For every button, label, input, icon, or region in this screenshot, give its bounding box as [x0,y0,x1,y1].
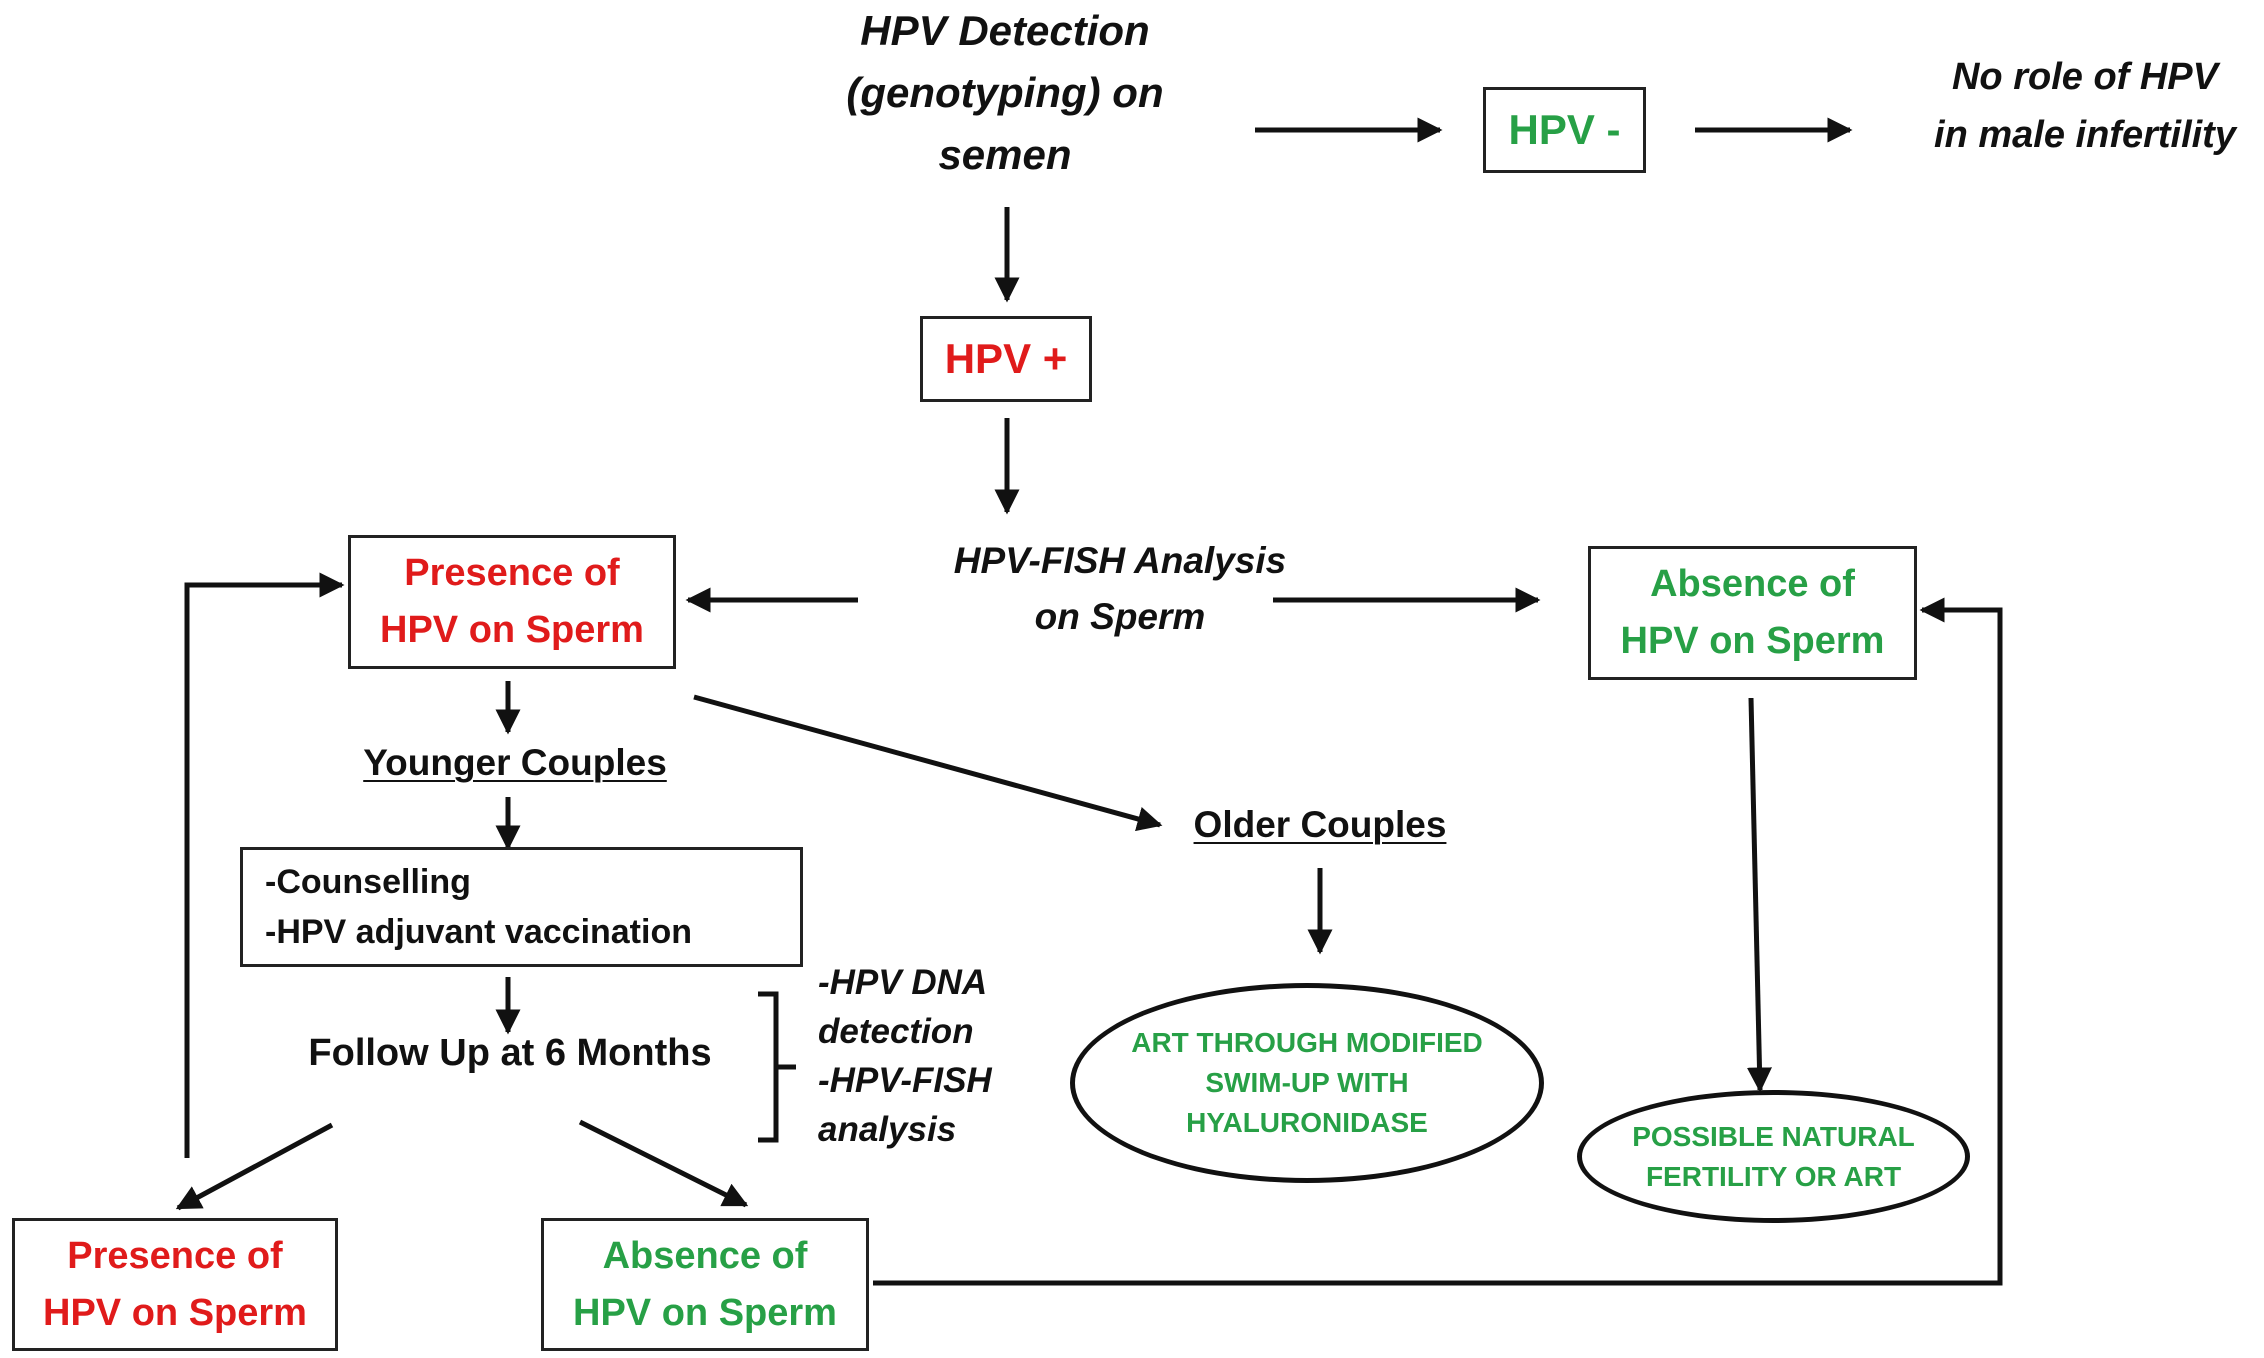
followup-presence-box: Presence of HPV on Sperm [12,1218,338,1351]
follow-up-tests-label: -HPV DNA detection -HPV-FISH analysis [818,963,992,1149]
arrow-followup-to-presence [175,1122,334,1211]
arrow-absence-to-natural [1746,697,1772,1093]
natural-fertility-oval: POSSIBLE NATURAL FERTILITY OR ART [1577,1090,1970,1223]
hpv-positive-box: HPV + [920,316,1092,402]
presence-on-sperm-box: Presence of HPV on Sperm [348,535,676,669]
younger-couples-label: Younger Couples [363,742,667,783]
no-role-node: No role of HPV in male infertility [1934,56,2236,156]
absence-on-sperm-box: Absence of HPV on Sperm [1588,546,1917,680]
loop-absence-back [873,597,2003,1286]
detection-node: HPV Detection (genotyping) on semen [846,7,1164,178]
older-couples-label: Older Couples [1193,804,1447,845]
bracket-follow-up-tests [758,991,796,1143]
hpv-negative-box: HPV - [1483,87,1646,173]
followup-absence-box: Absence of HPV on Sperm [541,1218,869,1351]
arrow-followup-to-absence [578,1119,749,1208]
counselling-box: -Counselling -HPV adjuvant vaccination [240,847,803,967]
follow-up-label: Follow Up at 6 Months [308,1032,712,1074]
arrow-presence-to-older [693,694,1163,832]
art-modified-oval: ART THROUGH MODIFIED SWIM-UP WITH HYALUR… [1070,983,1544,1183]
fish-analysis-node: HPV-FISH Analysis on Sperm [953,540,1287,637]
loop-presence-back [184,572,345,1158]
